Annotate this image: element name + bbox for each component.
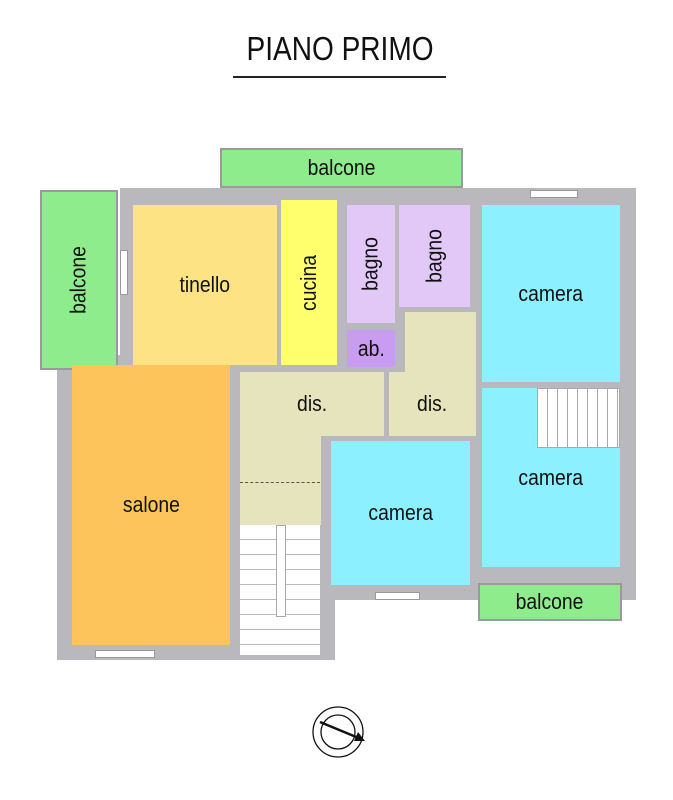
room-cucina: cucina [281, 200, 337, 365]
room-ab: ab. [347, 330, 395, 367]
room-dis-left: dis. [296, 391, 328, 416]
room-balcone-left: balcone [40, 190, 118, 370]
compass-north-arrow-icon [312, 706, 365, 758]
room-camera-top-right: camera [482, 205, 620, 382]
door-swing-line [240, 482, 320, 483]
room-dis-right: dis. [389, 372, 476, 436]
dis-left-landing [240, 430, 321, 525]
room-tinello: tinello [133, 205, 277, 365]
window [530, 190, 578, 198]
window [375, 592, 420, 600]
dis-left-area [240, 372, 384, 436]
stair-well [276, 525, 286, 617]
room-balcone-top: balcone [220, 148, 463, 188]
window [95, 650, 155, 658]
room-balcone-bottom: balcone [478, 583, 622, 621]
dis-right-upper [405, 312, 476, 374]
window [120, 250, 128, 295]
page-title: PIANO PRIMO [246, 30, 434, 67]
stairs-inner [537, 388, 620, 448]
room-bagno-1: bagno [347, 205, 395, 323]
room-bagno-2: bagno [399, 205, 470, 307]
title-underline [233, 76, 446, 78]
room-salone: salone [72, 365, 230, 645]
room-camera-center: camera [331, 441, 470, 585]
